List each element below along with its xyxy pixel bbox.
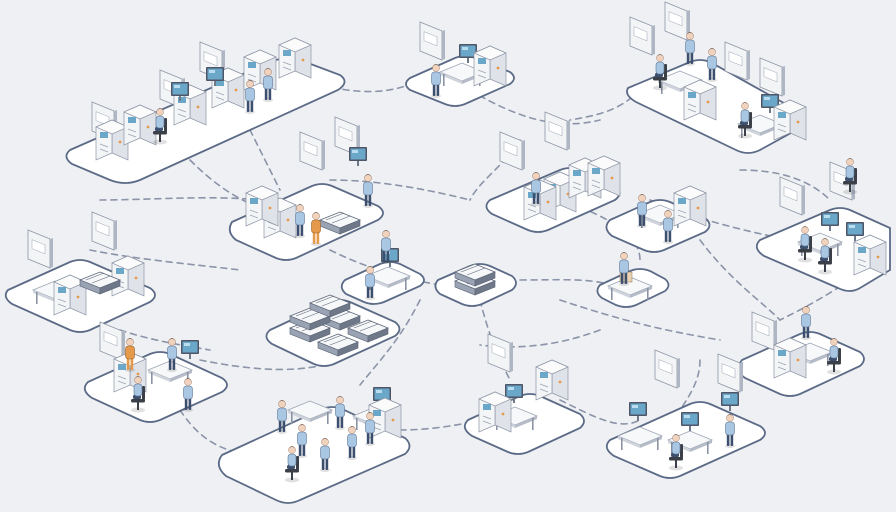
platform-machine-room [228, 183, 384, 261]
station-tablet [607, 251, 653, 301]
